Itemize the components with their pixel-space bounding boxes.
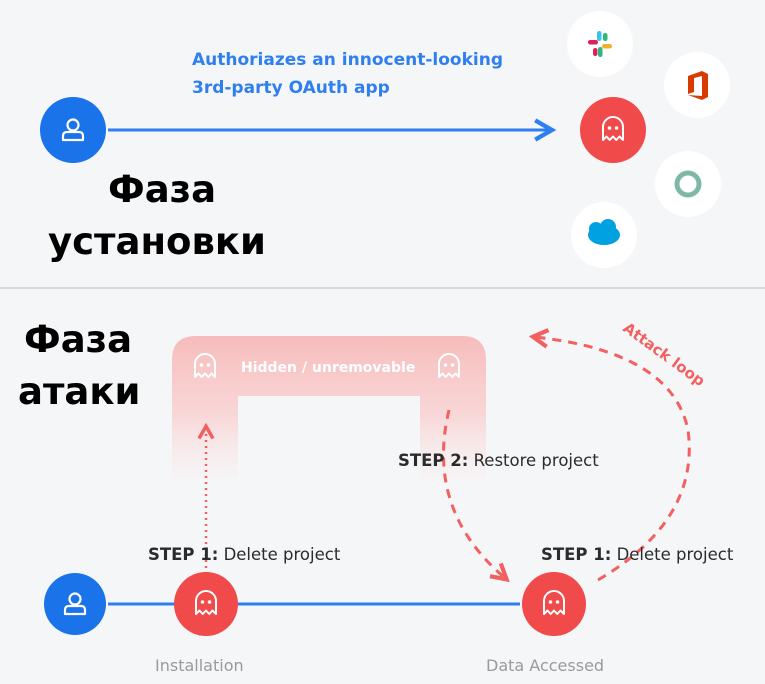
installation-ghost-node bbox=[174, 572, 238, 636]
salesforce-icon bbox=[588, 219, 620, 245]
step2-text: Restore project bbox=[468, 451, 599, 470]
setup-user-node bbox=[40, 97, 106, 163]
restore-arrow bbox=[442, 409, 505, 578]
data-accessed-label: Data Accessed bbox=[486, 656, 604, 675]
hidden-label: Hidden / unremovable bbox=[241, 360, 415, 376]
attack-loop-arrow bbox=[535, 337, 691, 582]
step1-right-label: STEP 1: Delete project bbox=[541, 545, 734, 564]
slack-icon bbox=[588, 31, 612, 57]
step1-right-prefix: STEP 1: bbox=[541, 545, 611, 564]
circle-app-icon bbox=[674, 170, 702, 198]
setup-title-line2: установки bbox=[48, 220, 266, 263]
step1-right-text: Delete project bbox=[611, 545, 734, 564]
installation-label: Installation bbox=[155, 656, 244, 675]
circle-app-bubble bbox=[655, 151, 721, 217]
step1-left-text: Delete project bbox=[218, 545, 341, 564]
attack-title-line2: атаки bbox=[18, 370, 140, 413]
step1-left-prefix: STEP 1: bbox=[148, 545, 218, 564]
step1-left-label: STEP 1: Delete project bbox=[148, 545, 341, 564]
hidden-band bbox=[172, 336, 486, 480]
step2-prefix: STEP 2: bbox=[398, 451, 468, 470]
setup-ghost-app-node bbox=[580, 97, 646, 163]
data-accessed-ghost-node bbox=[522, 572, 586, 636]
attack-user-node bbox=[44, 573, 106, 635]
authorize-label-line2: 3rd-party OAuth app bbox=[192, 78, 390, 98]
salesforce-app-bubble bbox=[571, 202, 637, 268]
authorize-label-line1: Authoriazes an innocent-looking bbox=[192, 50, 503, 70]
step2-label: STEP 2: Restore project bbox=[398, 451, 599, 470]
slack-app-bubble bbox=[567, 11, 633, 77]
office-app-bubble bbox=[664, 52, 730, 118]
attack-title-line1: Фаза bbox=[24, 318, 132, 361]
office-icon bbox=[688, 71, 708, 100]
attack-loop-label: Attack loop bbox=[620, 319, 709, 391]
setup-title-line1: Фаза bbox=[108, 168, 216, 211]
